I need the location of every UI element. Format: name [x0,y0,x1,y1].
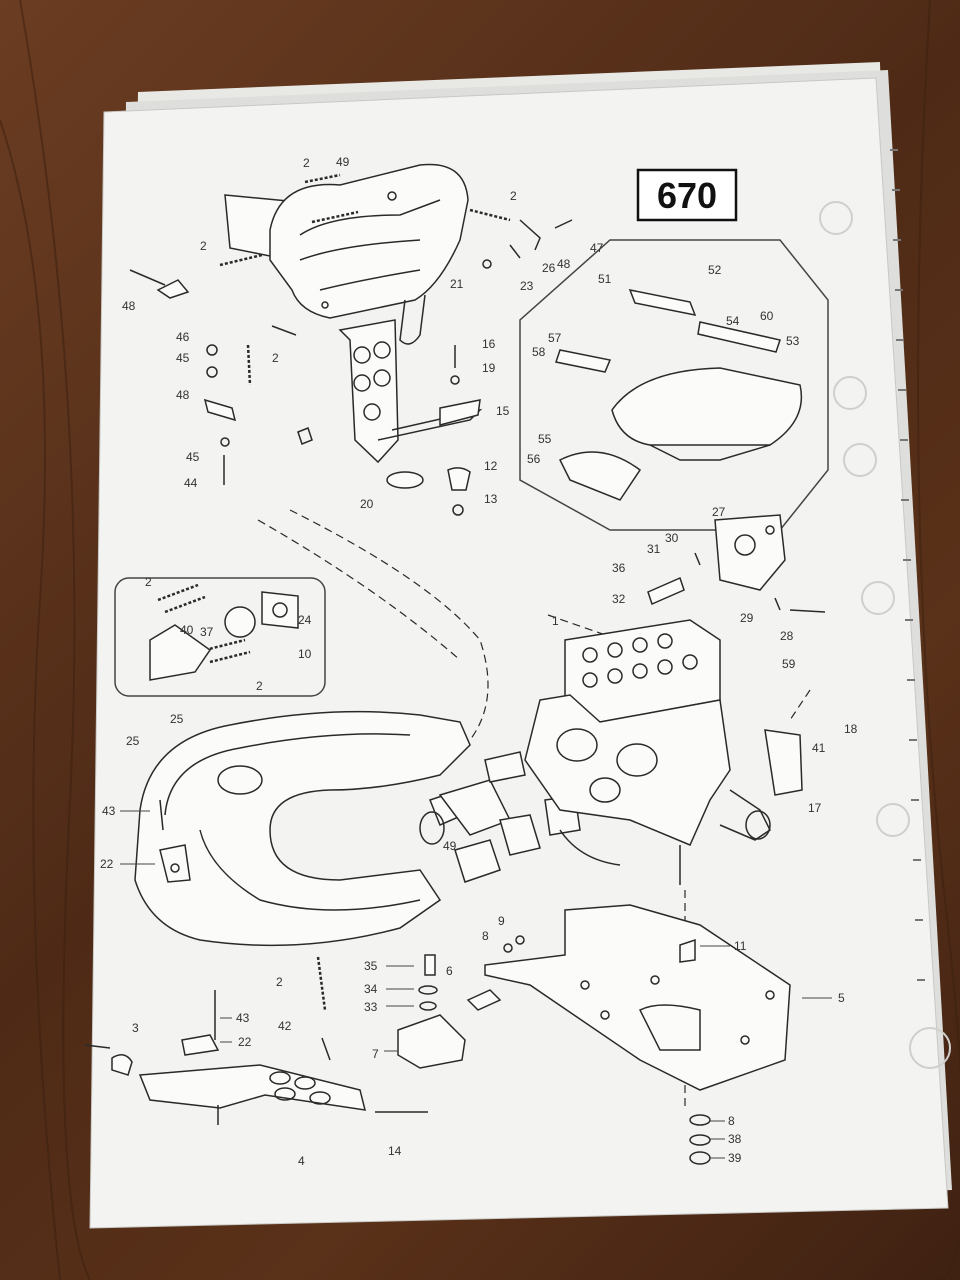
callout-label: 40 [180,623,194,637]
callout-label: 3 [132,1021,139,1035]
callout-label: 17 [808,801,822,815]
seat-detail-inset [519,239,829,531]
callout-label: 8 [728,1114,735,1128]
callout-labels: 1 2 2 2 2 2 2 2 3 4 5 6 7 8 8 9 10 11 12… [100,155,858,1168]
callout-label: 36 [612,561,626,575]
callout-label: 49 [336,155,350,169]
callout-label: 16 [482,337,496,351]
callout-label: 59 [782,657,796,671]
reed-valve-inset [114,577,326,697]
margin-tick-marks [890,149,925,981]
callout-label: 7 [372,1047,379,1061]
callout-label: 18 [844,722,858,736]
callout-label: 1 [552,614,559,628]
callout-label: 31 [647,542,661,556]
callout-label: 35 [364,959,378,973]
engine-block [524,619,803,885]
callout-label: 10 [298,647,312,661]
callout-label: 42 [278,1019,292,1033]
callout-label: 24 [298,613,312,627]
callout-label: 58 [532,345,546,359]
callout-label: 48 [557,257,571,271]
callout-label: 55 [538,432,552,446]
callout-label: 46 [176,330,190,344]
callout-label: 21 [450,277,464,291]
callout-label: 57 [548,331,562,345]
callout-label: 52 [708,263,722,277]
callout-label: 9 [498,914,505,928]
callout-label: 41 [812,741,826,755]
callout-label: 56 [527,452,541,466]
callout-label: 20 [360,497,374,511]
callout-label: 43 [102,804,116,818]
callout-label: 49 [443,839,457,853]
callout-label: 6 [446,964,453,978]
callout-label: 28 [780,629,794,643]
callout-label: 38 [728,1132,742,1146]
callout-label: 2 [145,575,152,589]
callout-label: 2 [510,189,517,203]
engine-base-plate [484,904,791,1091]
callout-leaders [120,810,832,1159]
air-box-assembly [224,163,483,464]
exhaust-pipe [134,710,581,947]
callout-label: 48 [176,388,190,402]
callout-label: 22 [100,857,114,871]
callout-label: 14 [388,1144,402,1158]
callout-label: 47 [590,241,604,255]
callout-label: 11 [734,939,747,953]
callout-label: 26 [542,261,556,275]
callout-label: 48 [122,299,136,313]
callout-label: 30 [665,531,679,545]
callout-label: 2 [256,679,263,693]
callout-label: 51 [598,272,612,286]
model-code-box [636,168,738,222]
rear-mount-bracket [84,990,428,1125]
callout-label: 39 [728,1151,742,1165]
callout-label: 33 [364,1000,378,1014]
callout-label: 45 [186,450,200,464]
callout-label: 22 [238,1035,252,1049]
model-code-text: 670 [657,175,717,216]
callout-label: 54 [726,314,740,328]
engine-mount-plate [647,514,826,613]
left-fasteners [129,269,313,485]
callout-label: 4 [298,1154,305,1168]
callout-label: 27 [712,505,726,519]
callout-label: 19 [482,361,496,375]
callout-label: 15 [496,404,510,418]
callout-label: 25 [170,712,184,726]
callout-label: 8 [482,929,489,943]
callout-label: 25 [126,734,140,748]
callout-label: 34 [364,982,378,996]
callout-label: 32 [612,592,626,606]
callout-label: 2 [200,239,207,253]
callout-label: 2 [276,975,283,989]
callout-label: 5 [838,991,845,1005]
callout-label: 29 [740,611,754,625]
callout-label: 13 [484,492,498,506]
callout-label: 43 [236,1011,250,1025]
callout-label: 2 [272,351,279,365]
mount-fasteners [386,219,573,516]
callout-label: 37 [200,625,214,639]
paper-stack [89,62,952,1229]
front-mount-cluster [397,935,525,1069]
callout-label: 45 [176,351,190,365]
parts-sheet [89,77,949,1229]
exploded-view-drawing [84,163,829,1165]
callout-label: 44 [184,476,198,490]
callout-label: 12 [484,459,498,473]
callout-label: 23 [520,279,534,293]
binder-holes [819,201,951,1069]
springs [157,173,511,1011]
callout-label: 60 [760,309,774,323]
callout-label: 2 [303,156,310,170]
callout-label: 53 [786,334,800,348]
